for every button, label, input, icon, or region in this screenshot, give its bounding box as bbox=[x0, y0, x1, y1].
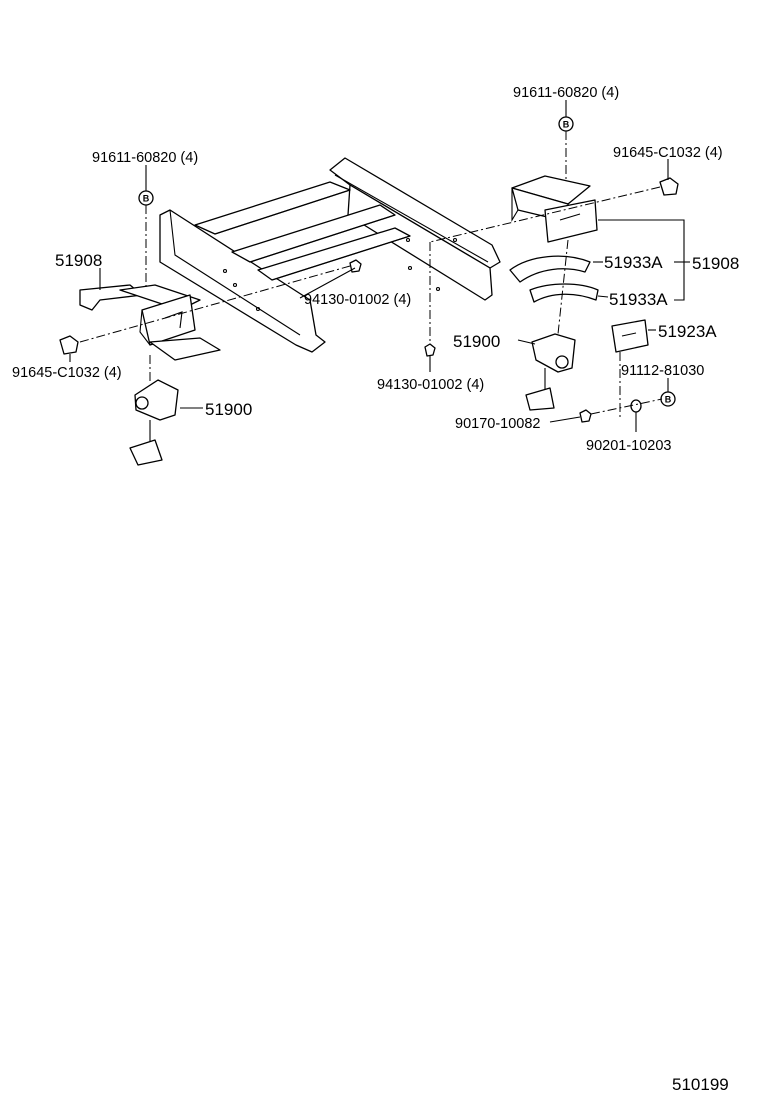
spare-tire-strap-lower bbox=[529, 283, 599, 303]
nut-small bbox=[579, 409, 592, 423]
spare-tire-strap-upper bbox=[509, 255, 591, 283]
leader-lines bbox=[69, 100, 690, 432]
svg-text:B: B bbox=[563, 120, 570, 130]
label-bolt-right: 91645-C1032 (4) bbox=[613, 145, 723, 161]
label-hanger-left: 51900 bbox=[205, 400, 252, 419]
bolt-marker-icon: B bbox=[138, 190, 154, 206]
bolt-right bbox=[659, 177, 679, 196]
label-top-bolt-right: 91611-60820 (4) bbox=[513, 85, 619, 101]
label-bolt-left: 91645-C1032 (4) bbox=[12, 365, 122, 381]
label-top-bolt-left: 91611-60820 (4) bbox=[92, 150, 198, 166]
left-tire-hanger bbox=[129, 379, 179, 466]
bracket-51923a bbox=[611, 319, 649, 353]
label-bracket: 51923A bbox=[658, 322, 717, 341]
left-carrier-bracket bbox=[79, 284, 221, 361]
label-washer: 90201-10203 bbox=[586, 438, 671, 454]
label-nut-small: 90170-10082 bbox=[455, 416, 540, 432]
nut-lower bbox=[424, 343, 436, 357]
frame-crossmember bbox=[159, 157, 501, 353]
bolt-marker-icon: B bbox=[660, 391, 676, 407]
right-tire-hanger bbox=[525, 333, 576, 411]
right-carrier-bracket bbox=[511, 175, 598, 243]
bolt-left bbox=[59, 335, 79, 355]
svg-text:B: B bbox=[143, 194, 150, 204]
svg-text:B: B bbox=[665, 395, 672, 405]
label-strap-upper: 51933A bbox=[604, 253, 663, 272]
label-strap-lower: 51933A bbox=[609, 290, 668, 309]
figure-id: 510199 bbox=[672, 1075, 729, 1094]
label-bolt-small: 91112-81030 bbox=[621, 363, 704, 379]
label-carrier-right: 51908 bbox=[692, 254, 739, 273]
label-carrier-left: 51908 bbox=[55, 251, 102, 270]
label-hanger-right: 51900 bbox=[453, 332, 500, 351]
center-lines bbox=[79, 131, 663, 418]
label-nut-lower: 94130-01002 (4) bbox=[377, 377, 484, 393]
label-nut-center: 94130-01002 (4) bbox=[304, 292, 411, 308]
bolt-marker-icon: B bbox=[558, 116, 574, 132]
washer bbox=[630, 399, 642, 413]
